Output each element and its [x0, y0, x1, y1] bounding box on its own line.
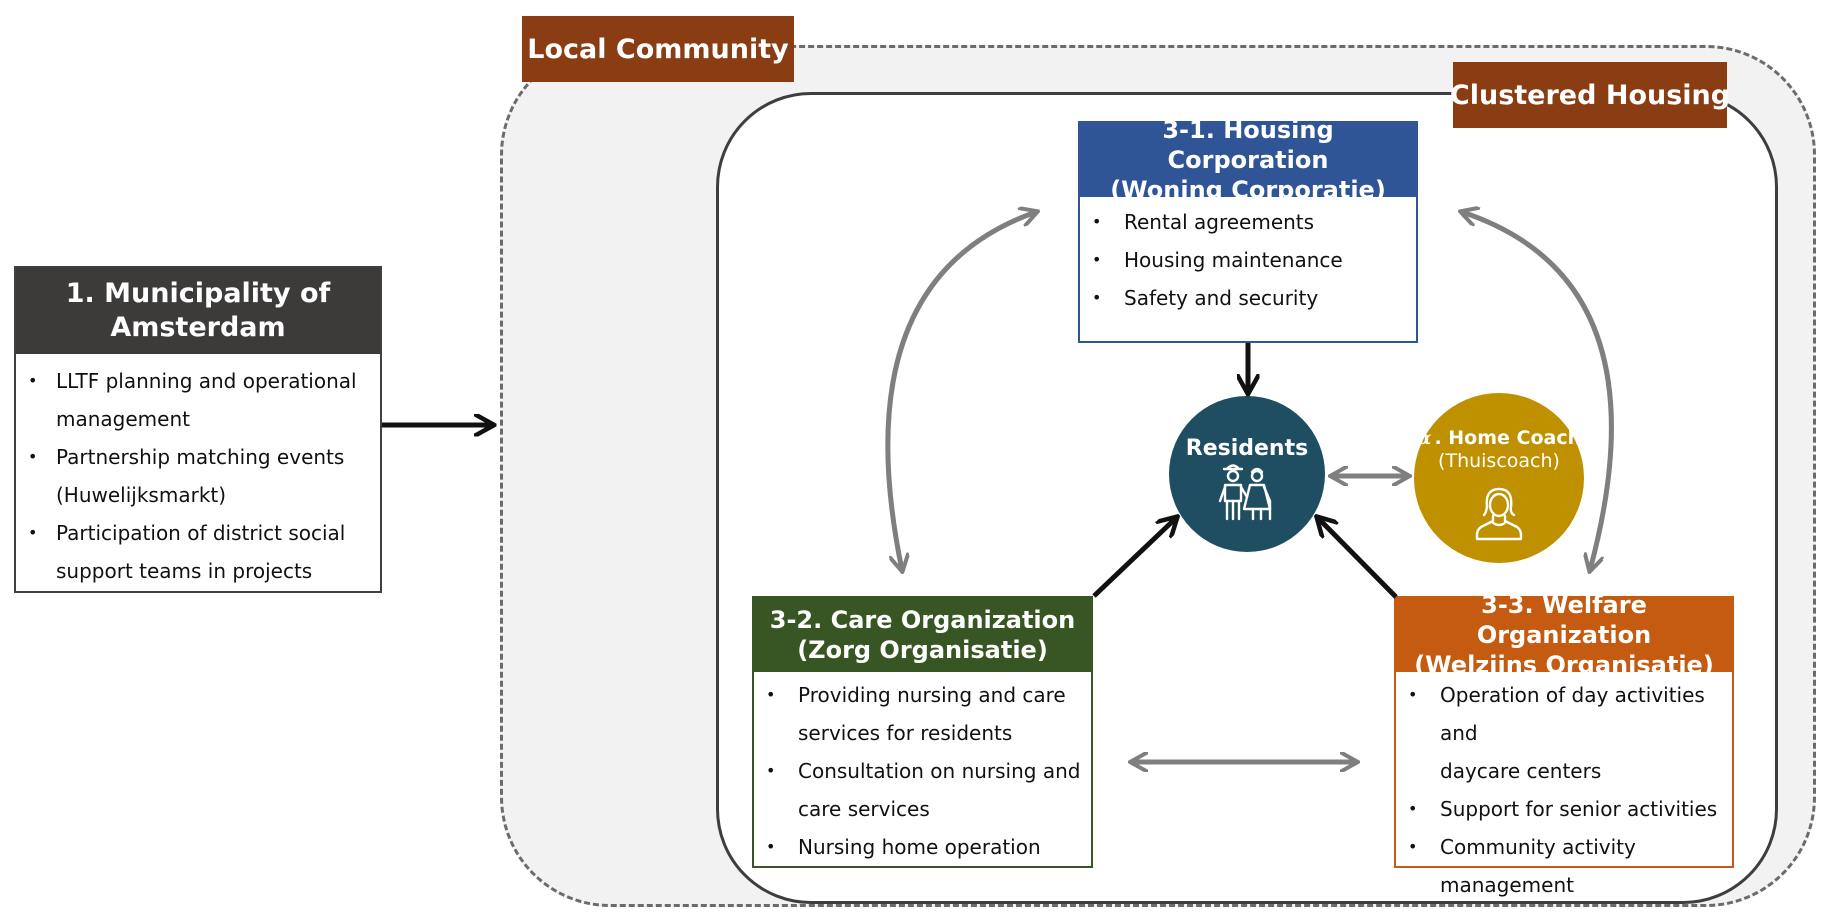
housing-title-line2: (Woning Corporatie) — [1110, 176, 1386, 204]
municipality-title-line2: Amsterdam — [110, 312, 286, 343]
residents-node: Residents — [1169, 396, 1325, 552]
welfare-title-line1: 3-3. Welfare Organization — [1476, 591, 1652, 649]
list-item: Safety and security — [1080, 279, 1416, 317]
list-item: Rental agreements — [1080, 203, 1416, 241]
municipality-title: 1. Municipality of Amsterdam — [16, 268, 380, 354]
municipality-task-list: LLTF planning and operational management… — [16, 354, 380, 590]
list-item: Operation of day activities and — [1396, 676, 1732, 752]
list-item: Consultation on nursing and — [754, 752, 1091, 790]
list-item-continued: daycare centers — [1440, 759, 1602, 783]
welfare-task-list: Operation of day activities and daycare … — [1396, 672, 1732, 904]
housing-task-list: Rental agreements Housing maintenance Sa… — [1080, 197, 1416, 317]
list-item: Providing nursing and care — [754, 676, 1091, 714]
housing-corporation-box: 3-1. Housing Corporation (Woning Corpora… — [1078, 116, 1418, 343]
elderly-couple-icon — [1218, 464, 1272, 521]
housing-title-line1: 3-1. Housing Corporation — [1162, 116, 1334, 174]
list-item: Participation of district social — [16, 514, 380, 552]
welfare-organization-title: 3-3. Welfare Organization (Welzijns Orga… — [1396, 591, 1732, 679]
list-item: Nursing home operation — [754, 828, 1091, 866]
list-item: LLTF planning and operational — [16, 362, 380, 400]
list-item-continued: support teams in projects — [56, 559, 313, 583]
list-item-continued: services for residents — [798, 721, 1013, 745]
welfare-to-residents-arrow — [1318, 518, 1398, 599]
list-item-continued: care services — [798, 797, 930, 821]
care-organization-box: 3-2. Care Organization (Zorg Organisatie… — [752, 596, 1093, 868]
list-item: Housing maintenance — [1080, 241, 1416, 279]
list-item-continued: management — [56, 407, 190, 431]
list-item: Support for senior activities — [1396, 790, 1732, 828]
care-organization-title: 3-2. Care Organization (Zorg Organisatie… — [754, 598, 1091, 672]
welfare-title-line2: (Welzijns Organisatie) — [1414, 651, 1714, 679]
list-item: Partnership matching events — [16, 438, 380, 476]
list-item: Community activity — [1396, 828, 1732, 866]
alpha-symbol: α — [1416, 427, 1432, 449]
housing-care-arrow — [885, 212, 1036, 570]
housing-corporation-title: 3-1. Housing Corporation (Woning Corpora… — [1080, 116, 1416, 204]
clustered-housing-label: Clustered Housing — [1450, 62, 1730, 128]
care-task-list: Providing nursing and care services for … — [754, 672, 1091, 866]
housing-welfare-arrow — [1462, 212, 1614, 570]
residents-label: Residents — [1185, 436, 1309, 461]
list-item-continued: (Huwelijksmarkt) — [56, 483, 227, 507]
local-community-label: Local Community — [522, 16, 794, 82]
municipality-box: 1. Municipality of Amsterdam LLTF planni… — [14, 266, 382, 593]
list-item-continued: management — [1440, 873, 1574, 897]
care-to-residents-arrow — [1092, 518, 1176, 598]
welfare-organization-box: 3-3. Welfare Organization (Welzijns Orga… — [1394, 591, 1734, 897]
municipality-title-line1: 1. Municipality of — [65, 278, 331, 310]
care-title-line1: 3-2. Care Organization — [769, 606, 1076, 634]
care-title-line2: (Zorg Organisatie) — [797, 636, 1048, 664]
